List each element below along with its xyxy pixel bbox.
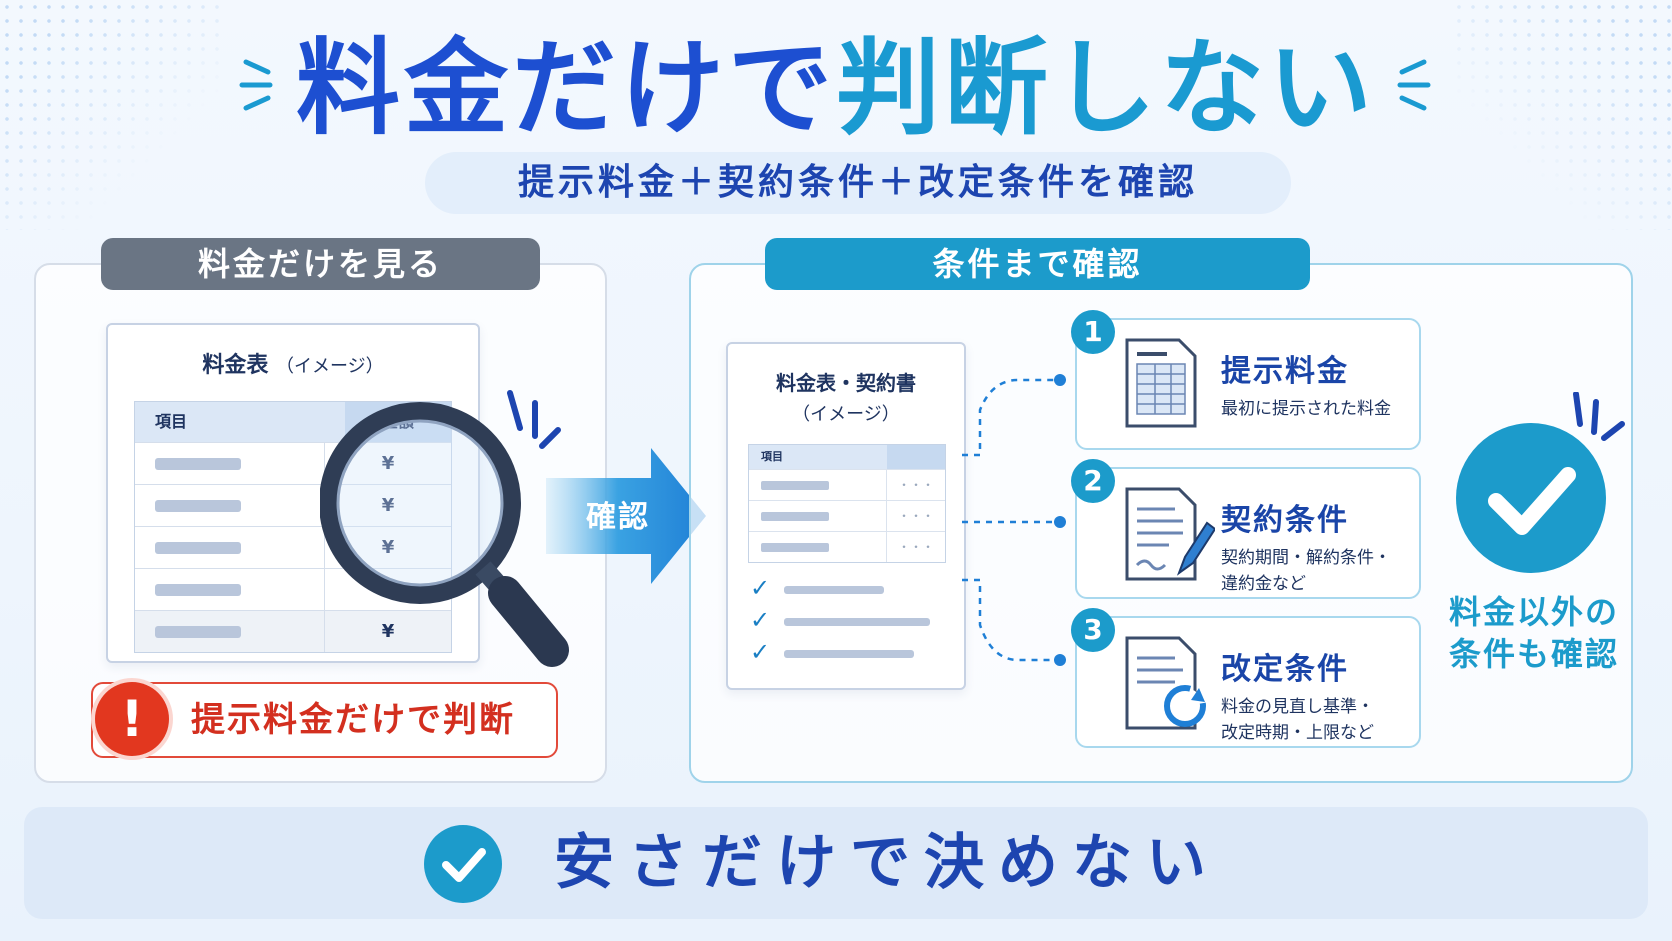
table-row: ・・・: [749, 500, 945, 531]
yen-cell: ¥: [324, 443, 451, 484]
warning-box: ! 提示料金だけで判断: [91, 682, 558, 758]
col-item-header: 項目: [155, 412, 188, 431]
corner-pattern-left: [0, 0, 220, 230]
page-title: 料金だけで判断しない: [0, 28, 1672, 148]
document-pen-icon: [1125, 487, 1215, 581]
mini-table-header: 項目: [749, 445, 945, 469]
step-number-1: 1: [1071, 310, 1115, 354]
price-table-title-text: 料金表: [202, 353, 269, 378]
card-desc-revision: 料金の見直し基準・ 改定時期・上限など: [1221, 694, 1374, 746]
footer-text: 安さだけで決めない: [554, 828, 1220, 898]
right-panel-tag: 条件まで確認: [765, 238, 1310, 290]
arrow-right-icon: [546, 448, 706, 584]
dots-cell: ・・・: [886, 501, 945, 531]
table-row: ¥: [135, 442, 451, 484]
corner-pattern-right: [1452, 0, 1672, 230]
subtitle-pill: 提示料金＋契約条件＋改定条件を確認: [425, 152, 1291, 214]
dots-cell: ・・・: [886, 532, 945, 562]
checklist-item: ✓: [750, 638, 950, 666]
contract-doc-title: 料金表・契約書: [776, 371, 916, 395]
yen-cell: ¥: [324, 611, 451, 652]
table-row: ・・・: [749, 469, 945, 500]
confirm-arrow: 確認: [546, 448, 706, 584]
spark-right-icon: [1397, 59, 1431, 111]
dots-cell: ・・・: [886, 470, 945, 500]
card-desc-contract-line1: 契約期間・解約条件・: [1221, 548, 1391, 568]
title-part2: 判断しない: [836, 27, 1377, 149]
card-desc-revision-line2: 改定時期・上限など: [1221, 723, 1374, 743]
checklist-item: ✓: [750, 606, 950, 634]
condition-card-revision: 3 改定条件 料金の見直し基準・ 改定時期・上限など: [1071, 608, 1421, 748]
card-desc-price: 最初に提示された料金: [1221, 399, 1391, 419]
warning-text: 提示料金だけで判断: [191, 700, 515, 740]
condition-card-price: 1 提示料金 最初に提示された料金: [1071, 310, 1421, 450]
card-title-revision: 改定条件: [1221, 652, 1349, 687]
contract-doc-subtitle: （イメージ）: [792, 404, 900, 425]
document-table-icon: [1125, 338, 1197, 428]
left-panel-tag: 料金だけを見る: [101, 238, 540, 290]
contract-doc: 料金表・契約書 （イメージ） 項目 ・・・ ・・・ ・・・ ✓ ✓ ✓: [726, 342, 966, 690]
side-note: 料金以外の 条件も確認: [1432, 591, 1636, 675]
price-table-title-note: （イメージ）: [276, 356, 384, 377]
table-row: ¥: [135, 610, 451, 652]
side-note-line1: 料金以外の: [1448, 593, 1619, 631]
footer-banner: 安さだけで決めない: [24, 807, 1648, 919]
card-desc-revision-line1: 料金の見直し基準・: [1221, 697, 1374, 717]
card-title-contract: 契約条件: [1221, 503, 1349, 538]
document-refresh-icon: [1125, 636, 1206, 730]
side-note-line2: 条件も確認: [1448, 635, 1619, 673]
card-desc-contract-line2: 違約金など: [1221, 574, 1306, 594]
arrow-label: 確認: [586, 500, 650, 535]
condition-card-contract: 2 契約条件 契約期間・解約条件・ 違約金など: [1071, 459, 1421, 599]
step-number-3: 3: [1071, 608, 1115, 652]
table-row: ・・・: [749, 531, 945, 562]
contract-mini-table: 項目 ・・・ ・・・ ・・・: [748, 444, 946, 563]
check-icon: ✓: [750, 638, 771, 666]
table-row: ¥: [135, 526, 451, 568]
card-title-price: 提示料金: [1221, 354, 1349, 389]
check-circle-icon: [1456, 423, 1606, 573]
card-desc-contract: 契約期間・解約条件・ 違約金など: [1221, 545, 1391, 597]
exclamation-icon: !: [95, 682, 169, 756]
checklist-item: ✓: [750, 574, 950, 602]
magnifier-icon: [320, 390, 569, 667]
check-icon: ✓: [750, 574, 771, 602]
spark-check-icon: [1573, 392, 1625, 441]
connector-lines: [962, 374, 1066, 666]
title-part1: 料金だけで: [295, 27, 836, 149]
price-table-title: 料金表 （イメージ）: [108, 347, 478, 379]
step-number-2: 2: [1071, 459, 1115, 503]
spark-left-icon: [239, 59, 273, 111]
footer-check-icon: [424, 825, 502, 903]
check-icon: ✓: [750, 606, 771, 634]
yen-cell: ¥: [324, 527, 451, 568]
